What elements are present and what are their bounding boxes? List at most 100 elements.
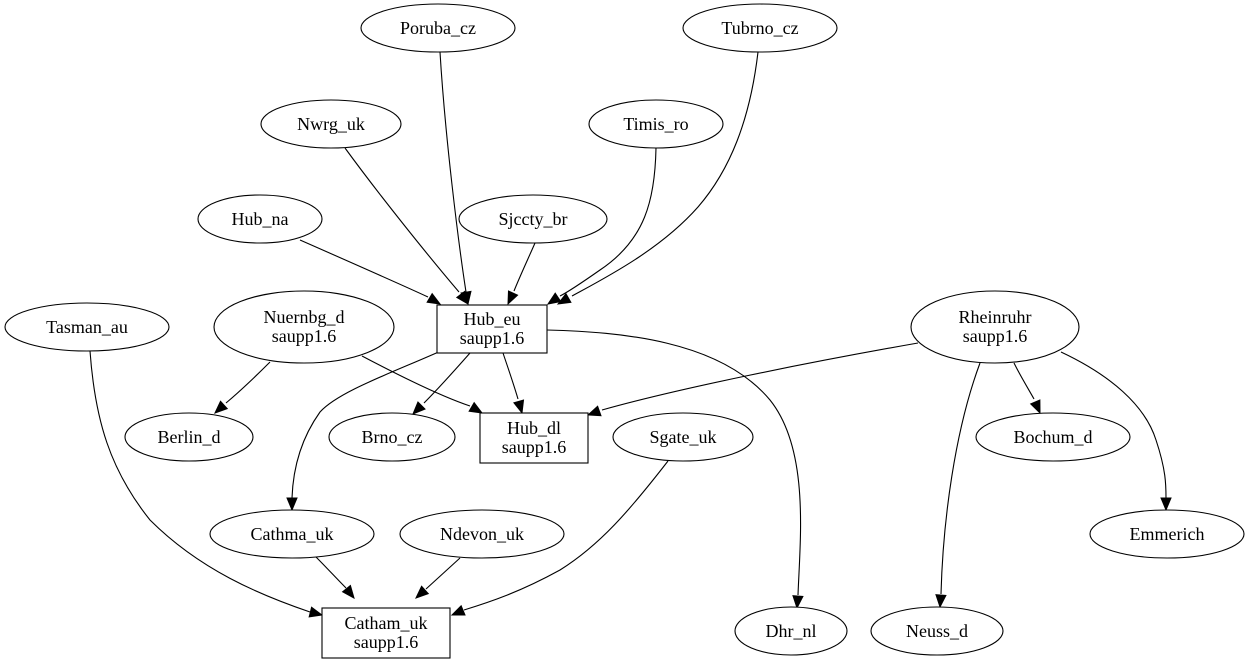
- node-sublabel: saupp1.6: [963, 326, 1028, 346]
- arrowhead-icon: [556, 292, 572, 305]
- node-ellipse: [399, 509, 565, 559]
- node-emmerich[interactable]: Emmerich: [1089, 509, 1245, 559]
- edge-timis_ro-to-hub_eu: [546, 147, 657, 305]
- node-label: Sjccty_br: [499, 209, 568, 229]
- node-box: [479, 412, 589, 464]
- node-tasman_au[interactable]: Tasman_au: [4, 302, 170, 352]
- node-label: Sgate_uk: [650, 427, 717, 447]
- node-ellipse: [360, 3, 516, 53]
- edge-rheinruhr-to-neuss_d: [935, 362, 981, 609]
- arrowhead-icon: [468, 401, 484, 414]
- node-poruba_cz[interactable]: Poruba_cz: [360, 3, 516, 53]
- node-ellipse: [588, 99, 724, 149]
- node-ellipse: [328, 412, 456, 462]
- node-label: Emmerich: [1130, 524, 1205, 544]
- edge-poruba_cz-to-hub_eu: [439, 51, 472, 306]
- node-ellipse: [197, 194, 323, 244]
- edge-line: [344, 147, 460, 293]
- arrowhead-icon: [513, 399, 525, 415]
- edge-line: [423, 352, 471, 404]
- node-label: Hub_eu: [464, 309, 521, 329]
- node-box: [436, 304, 548, 354]
- edge-line: [559, 147, 657, 297]
- edge-line: [89, 350, 311, 613]
- node-cathma_uk[interactable]: Cathma_uk: [209, 509, 375, 559]
- node-label: Hub_na: [232, 209, 289, 229]
- edge-hub_eu-to-cathma_uk: [286, 345, 453, 512]
- node-label: Hub_dl: [507, 418, 561, 438]
- node-berlin_d[interactable]: Berlin_d: [124, 412, 254, 462]
- node-ellipse: [975, 412, 1131, 462]
- arrowhead-icon: [415, 585, 430, 599]
- node-box: [321, 607, 451, 659]
- edge-line: [425, 557, 461, 590]
- node-label: Cathma_uk: [251, 524, 334, 544]
- node-label: Timis_ro: [623, 114, 688, 134]
- arrowhead-icon: [412, 401, 426, 415]
- node-timis_ro[interactable]: Timis_ro: [588, 99, 724, 149]
- edge-line: [502, 352, 519, 400]
- node-label: Berlin_d: [158, 427, 221, 447]
- node-ellipse: [209, 509, 375, 559]
- node-ellipse: [124, 412, 254, 462]
- edge-ndevon_uk-to-catham_uk: [415, 557, 461, 599]
- arrowhead-icon: [426, 292, 442, 305]
- edge-line: [291, 345, 453, 499]
- node-brno_cz[interactable]: Brno_cz: [328, 412, 456, 462]
- node-label: Brno_cz: [362, 427, 423, 447]
- node-ellipse: [4, 302, 170, 352]
- node-tubrno_cz[interactable]: Tubrno_cz: [682, 3, 838, 53]
- edge-rheinruhr-to-bochum_d: [1013, 362, 1041, 415]
- node-neuss_d[interactable]: Neuss_d: [870, 606, 1004, 656]
- edge-nuernbg_d-to-berlin_d: [214, 361, 271, 414]
- node-sgate_uk[interactable]: Sgate_uk: [612, 412, 754, 462]
- edge-line: [439, 51, 467, 293]
- node-sublabel: saupp1.6: [460, 328, 525, 348]
- node-sublabel: saupp1.6: [354, 632, 419, 652]
- edge-hub_eu-to-brno_cz: [412, 352, 471, 415]
- node-label: Tasman_au: [46, 317, 128, 337]
- edge-line: [361, 355, 471, 407]
- arrowhead-icon: [450, 604, 466, 616]
- edge-hub_na-to-hub_eu: [299, 239, 442, 305]
- edge-line: [940, 362, 981, 595]
- edge-cathma_uk-to-catham_uk: [315, 556, 355, 600]
- node-sublabel: saupp1.6: [272, 326, 337, 346]
- node-ellipse: [260, 99, 402, 149]
- node-nwrg_uk[interactable]: Nwrg_uk: [260, 99, 402, 149]
- node-label: Neuss_d: [906, 621, 968, 641]
- node-bochum_d[interactable]: Bochum_d: [975, 412, 1131, 462]
- arrowhead-icon: [1029, 399, 1041, 415]
- arrowhead-icon: [546, 292, 562, 305]
- edge-line: [463, 460, 669, 611]
- edge-line: [513, 242, 536, 292]
- arrowhead-icon: [1160, 497, 1172, 512]
- edge-line: [315, 556, 347, 589]
- node-label: Ndevon_uk: [440, 524, 524, 544]
- arrowhead-icon: [935, 594, 947, 609]
- node-hub_na[interactable]: Hub_na: [197, 194, 323, 244]
- arrowhead-icon: [214, 400, 229, 414]
- arrowhead-icon: [507, 290, 519, 306]
- node-label: Bochum_d: [1014, 427, 1093, 447]
- edges-layer: [89, 51, 1172, 618]
- node-ellipse: [213, 290, 395, 364]
- node-ellipse: [1089, 509, 1245, 559]
- edge-line: [571, 51, 759, 297]
- node-ellipse: [910, 290, 1080, 364]
- node-dhr_nl[interactable]: Dhr_nl: [734, 606, 848, 656]
- edge-nuernbg_d-to-hub_dl: [361, 355, 484, 414]
- node-sjccty_br[interactable]: Sjccty_br: [458, 194, 608, 244]
- node-ndevon_uk[interactable]: Ndevon_uk: [399, 509, 565, 559]
- edge-tasman_au-to-catham_uk: [89, 350, 324, 618]
- node-label: Poruba_cz: [400, 18, 476, 38]
- arrowhead-icon: [455, 290, 469, 306]
- node-label: Nwrg_uk: [297, 114, 365, 134]
- arrowhead-icon: [341, 584, 355, 600]
